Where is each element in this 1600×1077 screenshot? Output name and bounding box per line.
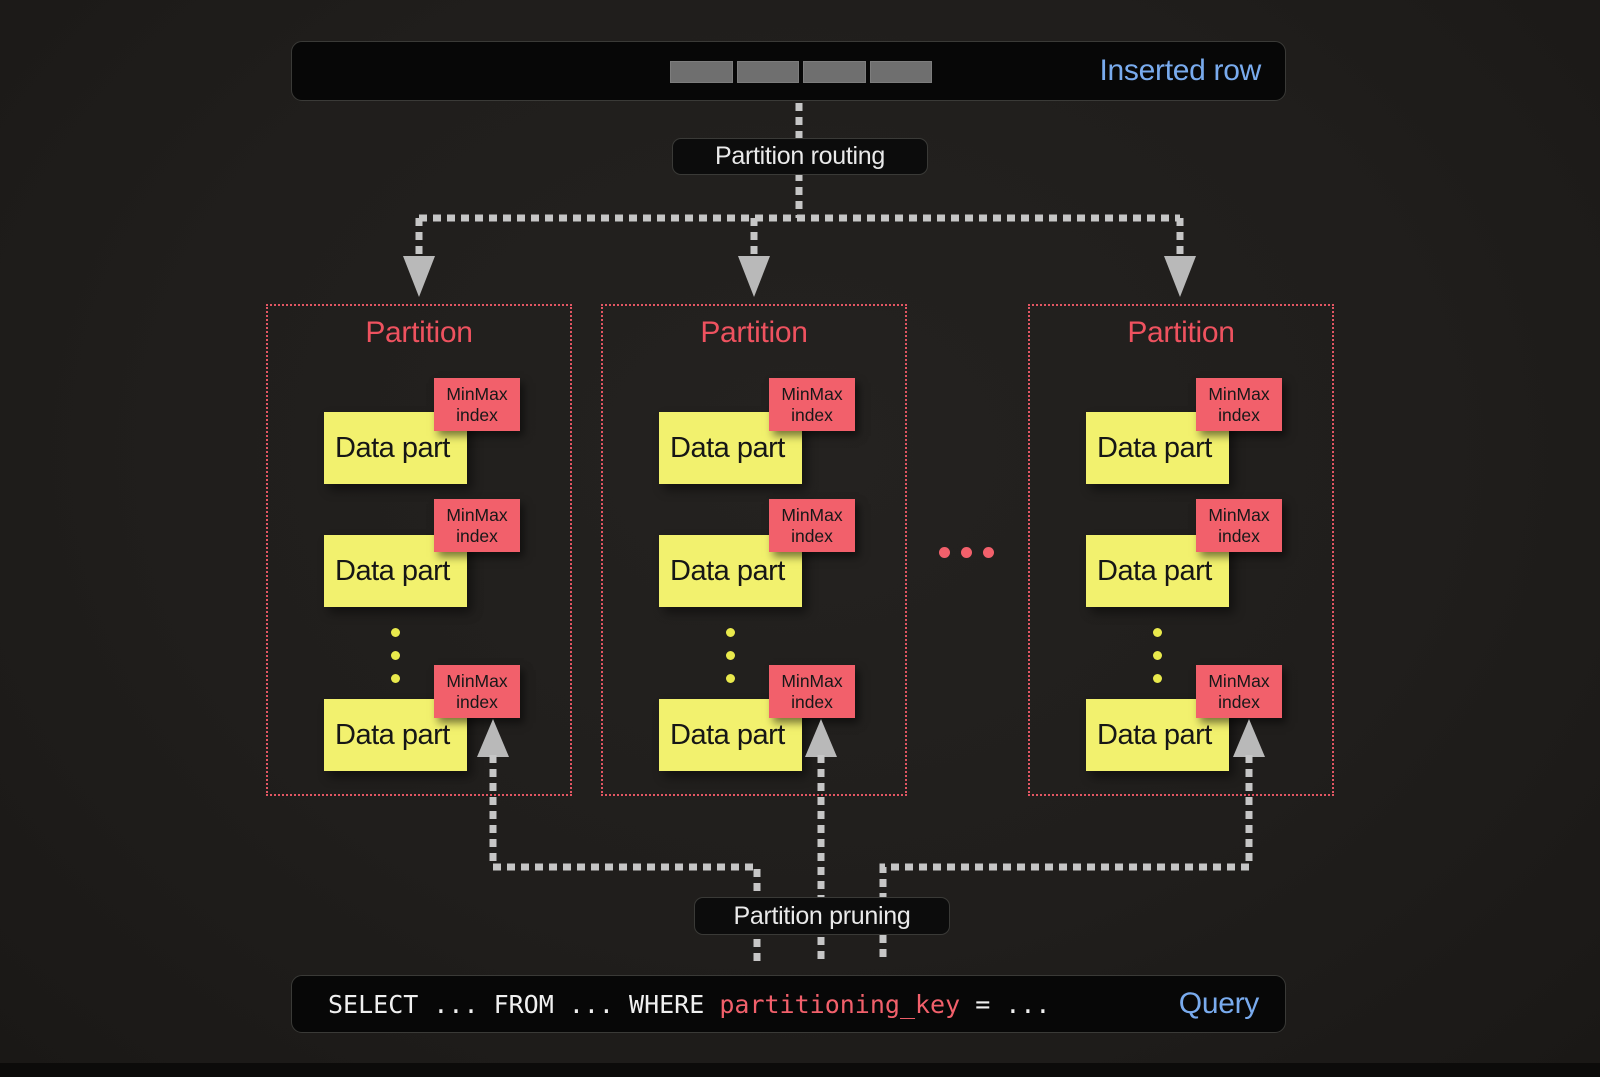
ellipsis-dots-vertical: [391, 628, 400, 683]
up-arrow-icon: [477, 719, 509, 757]
partition-box: Partition MinMax index Data part MinMax …: [601, 304, 907, 796]
ellipsis-dots-horizontal: [939, 547, 994, 558]
inserted-row-box: Inserted row: [291, 41, 1286, 101]
row-cell: [670, 61, 733, 83]
partition-title: Partition: [700, 316, 808, 349]
row-cell: [869, 61, 932, 83]
ellipsis-dots-vertical: [726, 628, 735, 683]
ellipsis-dots-vertical: [1153, 628, 1162, 683]
minmax-index-tag: MinMax index: [1196, 665, 1282, 718]
bottom-bar: [0, 1063, 1600, 1077]
query-box: SELECT ... FROM ... WHERE partitioning_k…: [291, 975, 1286, 1033]
minmax-index-tag: MinMax index: [434, 499, 520, 552]
minmax-index-tag: MinMax index: [1196, 378, 1282, 431]
minmax-index-tag: MinMax index: [769, 499, 855, 552]
row-cell: [803, 61, 866, 83]
query-sql-suffix: = ...: [960, 989, 1051, 1019]
query-sql: SELECT ... FROM ... WHERE partitioning_k…: [328, 990, 1050, 1019]
data-part: Data part: [1086, 535, 1229, 607]
minmax-index-tag: MinMax index: [769, 378, 855, 431]
minmax-index-tag: MinMax index: [434, 665, 520, 718]
minmax-index-tag: MinMax index: [769, 665, 855, 718]
query-label: Query: [1178, 987, 1260, 1020]
partition-box: Partition MinMax index Data part MinMax …: [1028, 304, 1334, 796]
row-cell: [736, 61, 799, 83]
partition-routing-label: Partition routing: [672, 138, 928, 175]
minmax-index-tag: MinMax index: [1196, 499, 1282, 552]
row-cells: [670, 61, 932, 83]
query-partitioning-key: partitioning_key: [719, 989, 961, 1019]
partition-box: Partition MinMax index Data part MinMax …: [266, 304, 572, 796]
up-arrow-icon: [805, 719, 837, 757]
partition-pruning-label: Partition pruning: [694, 897, 950, 935]
query-sql-prefix: SELECT ... FROM ... WHERE: [328, 989, 720, 1019]
up-arrow-icon: [1233, 719, 1265, 757]
inserted-row-label: Inserted row: [1099, 54, 1262, 87]
minmax-index-tag: MinMax index: [434, 378, 520, 431]
down-arrow-icon: [403, 256, 435, 297]
down-arrow-icon: [1164, 256, 1196, 297]
down-arrow-icon: [738, 256, 770, 297]
partition-title: Partition: [365, 316, 473, 349]
partition-title: Partition: [1127, 316, 1235, 349]
